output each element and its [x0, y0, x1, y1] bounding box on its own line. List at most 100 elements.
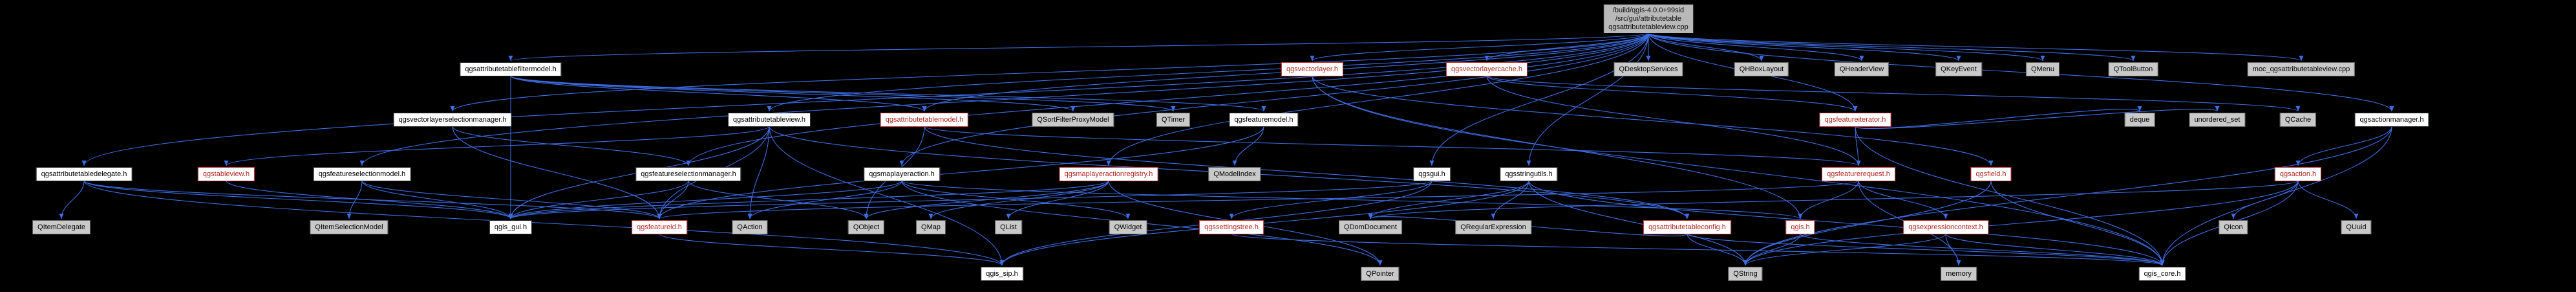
graph-edge-main-to-qgsvectorlayerselectionmanager-h	[450, 32, 1649, 112]
graph-edge-qgsattributetableview-h-to-qgstableview-h	[224, 126, 770, 166]
graph-edge-qgsmaplayeractionregistry-h-to-qgis-gui-h	[508, 180, 1109, 219]
graph-edge-qgsattributetabledelegate-h-to-qitemdelegate	[59, 180, 85, 219]
graph-node-qgsvectorlayerselectionmanager-h[interactable]: qgsvectorlayerselectionmanager.h	[393, 113, 512, 127]
graph-edge-qgsvectorlayer-h-to-qgsfield-h	[1312, 75, 1994, 166]
graph-edge-qgsvectorlayercache-h-to-qgsfeaturerequest-h	[1486, 75, 1861, 166]
graph-node-qgssettingstree-h[interactable]: qgssettingstree.h	[1199, 220, 1264, 234]
graph-node-qgis-sip-h[interactable]: qgis_sip.h	[981, 267, 1023, 281]
graph-node-qgsstringutils-h[interactable]: qgsstringutils.h	[1500, 167, 1558, 181]
graph-edge-qgsmaplayeraction-h-to-qaction	[747, 180, 902, 219]
graph-node-qgsvectorlayer-h[interactable]: qgsvectorlayer.h	[1281, 62, 1344, 76]
graph-edge-qgsattributetabledelegate-h-to-qgis-sip-h	[83, 180, 1005, 266]
graph-edge-qgsattributetableview-h-to-qaction	[747, 126, 770, 219]
graph-node-qregularexpression: QRegularExpression	[1455, 220, 1531, 234]
graph-node-memory: memory	[1941, 267, 1977, 281]
graph-edge-qgsattributetablefiltermodel-h-to-qsortfilterproxymodel	[510, 75, 1076, 112]
graph-node-qgsfeatureiterator-h[interactable]: qgsfeatureiterator.h	[1819, 113, 1891, 127]
graph-edge-qgsmaplayeractionregistry-h-to-qlist	[1006, 180, 1109, 219]
graph-edge-main-to-qgsattributetableview-h	[767, 32, 1649, 112]
graph-edge-qgsfeatureselectionmodel-h-to-qitemselectionmodel	[346, 180, 363, 219]
graph-node-qpointer: QPointer	[1361, 267, 1400, 281]
graph-node-qgsfield-h[interactable]: qgsfield.h	[1970, 167, 2012, 181]
graph-node-qlist: QList	[995, 220, 1022, 234]
graph-edge-qgsgui-h-to-qgis-gui-h	[508, 180, 1432, 219]
graph-node-qgis-h[interactable]: qgis.h	[1785, 220, 1815, 234]
graph-node-qgsmaplayeractionregistry-h[interactable]: qgsmaplayeractionregistry.h	[1059, 167, 1158, 181]
graph-node-qgsfeaturerequest-h[interactable]: qgsfeaturerequest.h	[1822, 167, 1895, 181]
graph-node-qgsattributetableview-h[interactable]: qgsattributetableview.h	[728, 113, 811, 127]
graph-node-qgsattributetablefiltermodel-h[interactable]: qgsattributetablefiltermodel.h	[460, 62, 562, 76]
graph-edge-main-to-qhboxlayout	[1648, 32, 1764, 62]
graph-node-main: /build/qgis-4.0.0+99sid/src/gui/attribut…	[1603, 4, 1694, 34]
graph-edge-qgsattributetablefiltermodel-h-to-qgsfeaturemodel-h	[510, 75, 1266, 112]
graph-edge-qgsattributetableview-h-to-qgis-sip-h	[769, 126, 1005, 266]
graph-edge-qgsattributetablefiltermodel-h-to-qtimer	[510, 75, 1176, 112]
graph-node-qgsactionmanager-h[interactable]: qgsactionmanager.h	[2354, 113, 2429, 127]
graph-node-qgis-gui-h[interactable]: qgis_gui.h	[489, 220, 533, 234]
graph-edge-main-to-qgsvectorlayer-h	[1310, 32, 1649, 62]
graph-edge-qgsgui-h-to-qgssettingstree-h	[1229, 180, 1432, 219]
graph-node-qgsattributetablemodel-h[interactable]: qgsattributetablemodel.h	[880, 113, 969, 127]
graph-edge-qgis-h-to-qgis-core-h	[1800, 233, 2165, 266]
graph-edge-qgsvectorlayerselectionmanager-h-to-qgsfeatureselectionmanager-h	[452, 126, 691, 166]
graph-edge-main-to-qgsattributetablefiltermodel-h	[509, 32, 1649, 62]
graph-edge-main-to-qgsfeatureselectionmanager-h	[686, 32, 1649, 166]
graph-edge-qgsstringutils-h-to-qgis-core-h	[1528, 180, 2165, 266]
graph-node-qgsfeatureselectionmanager-h[interactable]: qgsfeatureselectionmanager.h	[635, 167, 741, 181]
graph-edge-qgsfeatureselectionmodel-h-to-qgis-gui-h	[361, 180, 513, 219]
graph-node-qgis-core-h[interactable]: qgis_core.h	[2138, 267, 2186, 281]
graph-node-qdesktopservices: QDesktopServices	[1613, 62, 1683, 76]
graph-node-qgsfeatureselectionmodel-h[interactable]: qgsfeatureselectionmodel.h	[313, 167, 411, 181]
graph-edge-qgsmaplayeraction-h-to-qgis-gui-h	[508, 180, 902, 219]
graph-node-qgsattributetableconfig-h[interactable]: qgsattributetableconfig.h	[1643, 220, 1731, 234]
graph-edge-main-to-qgsattributetabledelegate-h	[81, 32, 1649, 166]
graph-edge-main-to-qtoolbutton	[1648, 32, 2136, 62]
graph-edge-qgsfeaturemodel-h-to-qmodelindex	[1232, 126, 1264, 166]
graph-edge-qgsfeaturerequest-h-to-qgsexpressioncontext-h	[1858, 180, 1948, 219]
graph-node-qgsexpressioncontext-h[interactable]: qgsexpressioncontext.h	[1903, 220, 1988, 234]
graph-node-qgsgui-h[interactable]: qgsgui.h	[1413, 167, 1451, 181]
graph-node-qgsfeaturemodel-h[interactable]: qgsfeaturemodel.h	[1229, 113, 1299, 127]
graph-edge-qgsmaplayeractionregistry-h-to-qmap	[928, 180, 1109, 219]
graph-edge-qgsvectorlayercache-h-to-qcache	[1486, 75, 2301, 112]
graph-edge-qgsfeatureid-h-to-qgis-sip-h	[659, 233, 1005, 266]
graph-edge-main-to-qgsactionmanager-h	[1648, 32, 2394, 112]
graph-edge-qgsmaplayeraction-h-to-qwidget	[901, 180, 1131, 219]
graph-edge-qgstableview-h-to-qgis-gui-h	[226, 180, 513, 219]
graph-edge-main-to-qheaderview	[1648, 32, 1864, 62]
graph-node-qmodelindex: QModelIndex	[1208, 167, 1261, 181]
graph-node-qaction: QAction	[732, 220, 768, 234]
graph-edge-main-to-qgsmaplayeractionregistry-h	[1106, 32, 1649, 166]
graph-edge-main-to-qgsmaplayeraction-h	[899, 32, 1649, 166]
graph-edge-qgsmaplayeraction-h-to-qgis-h	[901, 180, 1803, 219]
graph-edge-main-to-qgsgui-h	[1429, 32, 1649, 166]
graph-node-qsortfilterproxymodel: QSortFilterProxyModel	[1032, 113, 1114, 127]
graph-node-label-line: /build/qgis-4.0.0+99sid	[1612, 6, 1685, 14]
graph-node-qgsfeatureid-h[interactable]: qgsfeatureid.h	[632, 220, 687, 234]
graph-node-qgsmaplayeraction-h[interactable]: qgsmaplayeraction.h	[864, 167, 940, 181]
graph-node-label-line: qgsattributetableview.cpp	[1608, 23, 1688, 31]
graph-node-qhboxlayout: QHBoxLayout	[1734, 62, 1789, 76]
graph-edge-qgsaction-h-to-quuid	[2297, 180, 2359, 219]
graph-node-qobject: QObject	[847, 220, 885, 234]
graph-edge-qgsvectorlayer-h-to-qgis-core-h	[1312, 75, 2165, 266]
graph-edge-qgsattributetablemodel-h-to-qgsfeaturerequest-h	[924, 126, 1861, 166]
graph-edge-qgsaction-h-to-qdomdocument	[1368, 180, 2299, 219]
graph-edge-main-to-qkeyevent	[1648, 32, 1961, 62]
graph-node-qitemdelegate: QItemDelegate	[32, 220, 90, 234]
graph-edge-qgsactionmanager-h-to-qgsaction-h	[2295, 126, 2392, 166]
graph-edge-qgsfield-h-to-qgis-core-h	[1990, 180, 2165, 266]
graph-node-moc-qgsattributetableview-cpp: moc_qgsattributetableview.cpp	[2247, 62, 2356, 76]
graph-node-qstring: QString	[1728, 267, 1763, 281]
graph-node-qmenu: QMenu	[2025, 62, 2060, 76]
graph-node-qgsvectorlayercache-h[interactable]: qgsvectorlayercache.h	[1445, 62, 1528, 76]
graph-edge-qgsattributetablefiltermodel-h-to-qgsattributetablemodel-h	[510, 75, 927, 112]
graph-node-qgsaction-h[interactable]: qgsaction.h	[2274, 167, 2322, 181]
graph-edge-qgsaction-h-to-qicon	[2231, 180, 2299, 219]
graph-node-qdomdocument: QDomDocument	[1339, 220, 1402, 234]
graph-node-qgstableview-h[interactable]: qgstableview.h	[197, 167, 255, 181]
graph-node-qgsattributetabledelegate-h[interactable]: qgsattributetabledelegate.h	[36, 167, 133, 181]
graph-node-qmap: QMap	[916, 220, 946, 234]
